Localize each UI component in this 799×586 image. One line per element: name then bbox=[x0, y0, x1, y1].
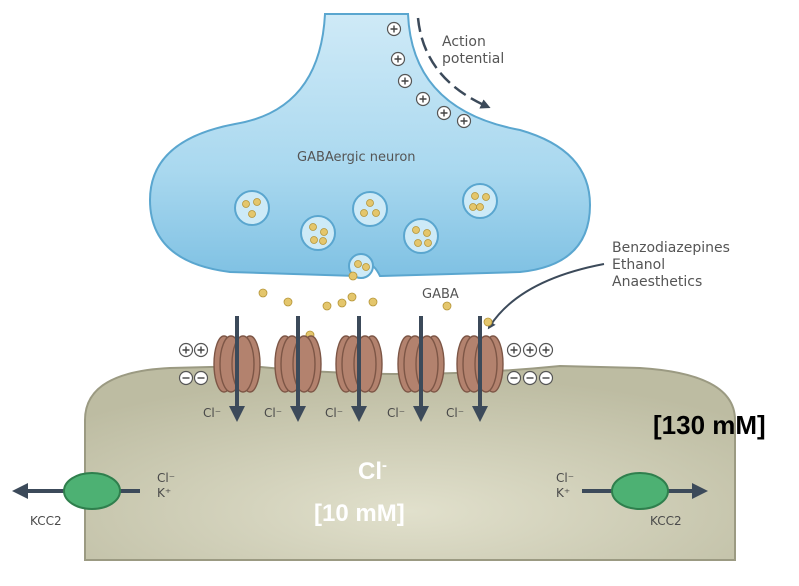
gabaergic-neuron-terminal bbox=[148, 13, 592, 278]
synaptic-vesicle-icon bbox=[300, 215, 336, 251]
extracellular-concentration-label: [130 mM] bbox=[653, 410, 766, 440]
positive-charge-icon bbox=[386, 21, 402, 37]
positive-charge-icon bbox=[415, 91, 431, 107]
kcc2-label-right: KCC2 bbox=[650, 514, 682, 528]
synaptic-vesicle-icon bbox=[348, 253, 374, 279]
gaba-molecule-icon bbox=[483, 317, 493, 327]
gaba-molecule-icon bbox=[283, 297, 293, 307]
gabaa-receptor-channel-icon bbox=[397, 316, 445, 422]
transporter-ion-label-left: Cl⁻ K⁺ bbox=[157, 471, 176, 500]
negative-charge-icon bbox=[522, 370, 538, 386]
gaba-molecule-icon bbox=[258, 288, 268, 298]
chloride-charge: - bbox=[382, 458, 387, 474]
negative-charge-icon bbox=[193, 370, 209, 386]
transporter-ion-label-right: Cl⁻ K⁺ bbox=[556, 471, 575, 500]
synaptic-vesicle-icon bbox=[403, 218, 439, 254]
gaba-molecule-icon bbox=[347, 292, 357, 302]
gaba-molecule-icon bbox=[322, 301, 332, 311]
membrane-charges bbox=[178, 342, 554, 386]
positive-charge-icon bbox=[193, 342, 209, 358]
gabaa-receptor-channel-icon bbox=[335, 316, 383, 422]
synaptic-vesicle-icon bbox=[352, 191, 388, 227]
gabaa-receptor-channel-icon bbox=[456, 316, 504, 422]
action-potential-arrow bbox=[416, 17, 491, 109]
action-potential-charges bbox=[386, 21, 472, 129]
synaptic-vesicle-icon bbox=[234, 190, 270, 226]
action-potential-label: Action potential bbox=[442, 34, 505, 67]
kcc2-label-left: KCC2 bbox=[30, 514, 62, 528]
gaba-molecule-icon bbox=[337, 298, 347, 308]
chloride-symbol: Cl bbox=[358, 458, 382, 485]
gabaa-receptor-channel-icon bbox=[213, 316, 261, 422]
kcc2-transporter-icon bbox=[611, 472, 669, 510]
negative-charge-icon bbox=[506, 370, 522, 386]
positive-charge-icon bbox=[538, 342, 554, 358]
chloride-channel-label: Cl⁻ bbox=[325, 406, 344, 420]
intracellular-concentration-label: [10 mM] bbox=[314, 500, 405, 527]
negative-charge-icon bbox=[178, 370, 194, 386]
positive-charge-icon bbox=[390, 51, 406, 67]
vesicle-group bbox=[234, 183, 498, 279]
gaba-label: GABA bbox=[422, 287, 459, 302]
drug-list-label: Benzodiazepines Ethanol Anaesthetics bbox=[612, 240, 730, 290]
kcc2-transporter-right bbox=[582, 472, 708, 510]
gabaa-channels bbox=[213, 316, 504, 422]
chloride-channel-label: Cl⁻ bbox=[203, 406, 222, 420]
kcc2-transporter-icon bbox=[63, 472, 121, 510]
gaba-molecule-icon bbox=[442, 301, 452, 311]
drug-arrow bbox=[487, 263, 605, 330]
positive-charge-icon bbox=[522, 342, 538, 358]
gabaa-receptor-channel-icon bbox=[274, 316, 322, 422]
postsynaptic-cell bbox=[84, 364, 736, 561]
intracellular-chloride-label: Cl- bbox=[358, 458, 387, 486]
negative-charge-icon bbox=[538, 370, 554, 386]
positive-charge-icon bbox=[506, 342, 522, 358]
chloride-channel-label: Cl⁻ bbox=[264, 406, 283, 420]
gaba-molecules bbox=[258, 271, 493, 340]
positive-charge-icon bbox=[397, 73, 413, 89]
positive-charge-icon bbox=[178, 342, 194, 358]
synaptic-vesicle-icon bbox=[462, 183, 498, 219]
positive-charge-icon bbox=[456, 113, 472, 129]
gaba-molecule-icon bbox=[348, 271, 358, 281]
gaba-molecule-icon bbox=[368, 297, 378, 307]
positive-charge-icon bbox=[436, 105, 452, 121]
gabaergic-neuron-label: GABAergic neuron bbox=[297, 150, 416, 165]
chloride-channel-label: Cl⁻ bbox=[446, 406, 465, 420]
chloride-channel-label: Cl⁻ bbox=[387, 406, 406, 420]
kcc2-transporter-left bbox=[12, 472, 140, 510]
